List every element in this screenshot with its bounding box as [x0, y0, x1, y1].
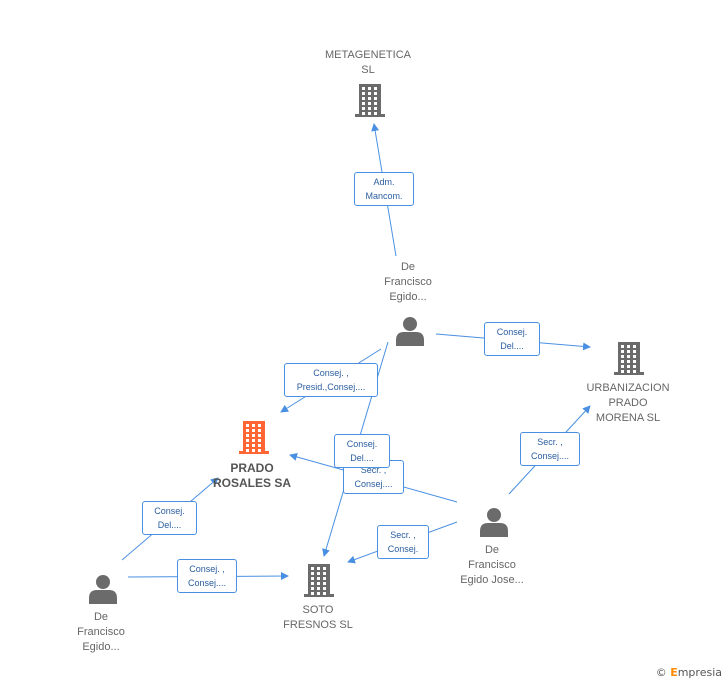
edge-label-secr-consej-urbanizacion[interactable]: Secr. ,Consej....: [520, 432, 580, 466]
person-right-person-icon[interactable]: [480, 508, 508, 537]
edge-label-consej-presid[interactable]: Consej. ,Presid.,Consej....: [284, 363, 378, 397]
brand-name: mpresia: [677, 666, 722, 679]
edge-label-consej-consej-left[interactable]: Consej. ,Consej....: [177, 559, 237, 593]
person-top-person-icon[interactable]: [396, 317, 424, 346]
node-prado-rosales[interactable]: PRADO ROSALES SA: [212, 461, 291, 490]
urbanizacion-building-icon[interactable]: [614, 342, 644, 375]
person-left-person-icon[interactable]: [89, 575, 117, 604]
edge-label-consej-del-urbanizacion[interactable]: Consej.Del....: [484, 322, 540, 356]
soto-fresnos-building-icon[interactable]: [304, 564, 334, 597]
copyright-icon: ©: [655, 666, 667, 679]
prado-rosales-building-icon[interactable]: [239, 421, 269, 454]
empresia-brand: © Empresia: [656, 666, 722, 679]
node-person-right[interactable]: De Francisco Egido Jose...: [460, 544, 524, 586]
metagenetica-building-icon[interactable]: [355, 84, 385, 117]
node-icons: [89, 84, 644, 604]
node-metagenetica[interactable]: METAGENETICA SL: [325, 49, 411, 76]
edge-label-adm-mancom[interactable]: Adm.Mancom.: [354, 172, 414, 206]
edge-label-consej-del-center[interactable]: Consej.Del....: [334, 434, 390, 468]
node-person-top[interactable]: De Francisco Egido...: [384, 261, 432, 303]
node-person-left[interactable]: De Francisco Egido...: [77, 611, 125, 653]
node-urbanizacion-prado-morena[interactable]: URBANIZACION PRADO MORENA SL: [586, 382, 670, 424]
edge-label-consej-del-left[interactable]: Consej.Del....: [142, 501, 197, 535]
brand-logo-letter: E: [670, 666, 678, 679]
node-soto-fresnos[interactable]: SOTO FRESNOS SL: [283, 604, 353, 631]
edge-label-secr-consej-soto[interactable]: Secr. ,Consej.: [377, 525, 429, 559]
